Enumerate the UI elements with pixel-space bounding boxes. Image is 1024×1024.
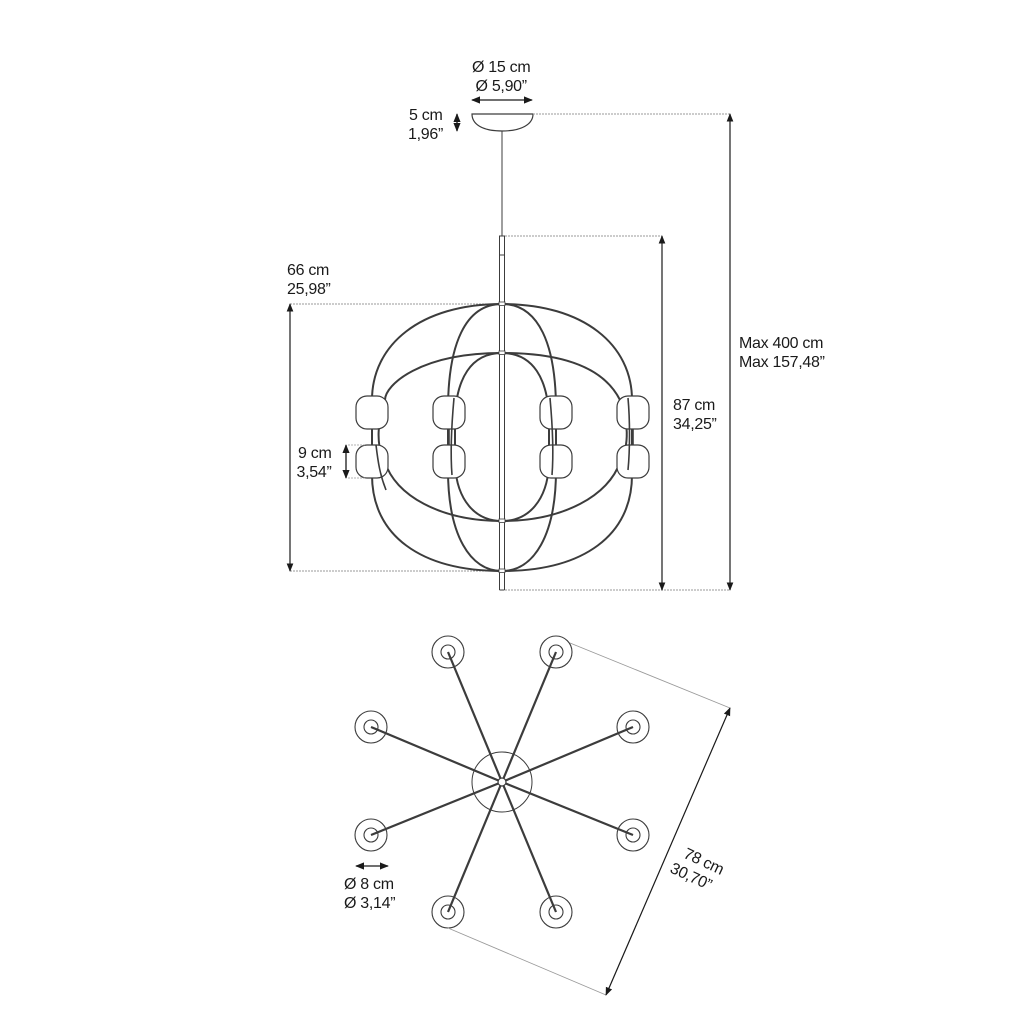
shade-height-metric: 9 cm: [298, 445, 332, 462]
ring-inner-tall: [447, 302, 557, 573]
shade-crossing-1: [375, 444, 387, 491]
body-width-imperial: 25,98”: [287, 281, 331, 298]
ring-lower-wide: [384, 352, 621, 523]
ring-hub-bottom: [498, 568, 506, 573]
shade-top-2: [539, 635, 573, 669]
shade-crossing-4: [627, 397, 631, 471]
top-view: [354, 635, 731, 996]
body-width-metric: 66 cm: [287, 262, 330, 279]
shade-upper-4: [616, 395, 650, 430]
shade-height-imperial: 3,54”: [296, 464, 332, 481]
shade-lower-4: [616, 444, 650, 479]
shade-crossing-2: [450, 397, 455, 476]
body-height-metric: 87 cm: [673, 397, 716, 414]
ceiling-canopy: [471, 113, 534, 132]
arm-7: [446, 781, 504, 913]
shade-lower-3: [539, 444, 573, 479]
canopy-diameter-label: Ø 15 cm Ø 5,90”: [472, 58, 531, 96]
body-width-label: 66 cm 25,98”: [287, 261, 331, 299]
shade-lower-2: [432, 444, 466, 479]
overall-height-label: Max 400 cm Max 157,48”: [739, 334, 825, 372]
overall-width-dimension-line: [605, 707, 731, 996]
shade-height-label: 9 cm 3,54”: [296, 444, 332, 482]
body-height-imperial: 34,25”: [673, 416, 717, 433]
central-hub-circle: [471, 751, 533, 813]
shade-top-8: [539, 895, 573, 929]
shade-diameter-label: Ø 8 cm Ø 3,14”: [344, 875, 396, 913]
canopy-diameter-metric: Ø 15 cm: [472, 59, 531, 76]
arm-8: [500, 781, 558, 913]
ring-hub-top: [498, 301, 506, 306]
ring-hub-upper: [498, 350, 506, 355]
body-height-label: 87 cm 34,25”: [673, 396, 717, 434]
arm-5: [370, 780, 503, 837]
center-pivot: [497, 777, 507, 787]
canopy-height-label: 5 cm 1,96”: [408, 106, 443, 144]
shade-lower-1: [355, 444, 389, 479]
width-extension-top: [569, 642, 731, 709]
canopy-height-imperial: 1,96”: [408, 126, 443, 143]
width-extension-bottom: [447, 927, 607, 996]
canopy-diameter-imperial: Ø 5,90”: [475, 78, 528, 95]
shade-top-3: [354, 710, 388, 744]
arm-2: [500, 651, 558, 783]
overall-height-imperial: Max 157,48”: [739, 354, 825, 371]
ring-hub-lower: [498, 518, 506, 523]
shade-diameter-metric: Ø 8 cm: [344, 876, 394, 893]
overall-height-metric: Max 400 cm: [739, 335, 824, 352]
shade-diameter-imperial: Ø 3,14”: [344, 895, 396, 912]
shade-upper-2: [432, 395, 466, 430]
arm-1: [446, 651, 504, 783]
shade-upper-1: [355, 395, 389, 430]
ring-outer-wide: [371, 302, 633, 573]
shade-top-5: [354, 818, 388, 852]
shade-top-1: [431, 635, 465, 669]
shade-upper-3: [539, 395, 573, 430]
arm-3: [370, 725, 503, 784]
canopy-height-metric: 5 cm: [409, 107, 443, 124]
shade-crossing-3: [549, 397, 554, 476]
cable-connector: [499, 235, 505, 256]
side-view: [286, 96, 734, 591]
ring-inner-small: [454, 351, 550, 523]
